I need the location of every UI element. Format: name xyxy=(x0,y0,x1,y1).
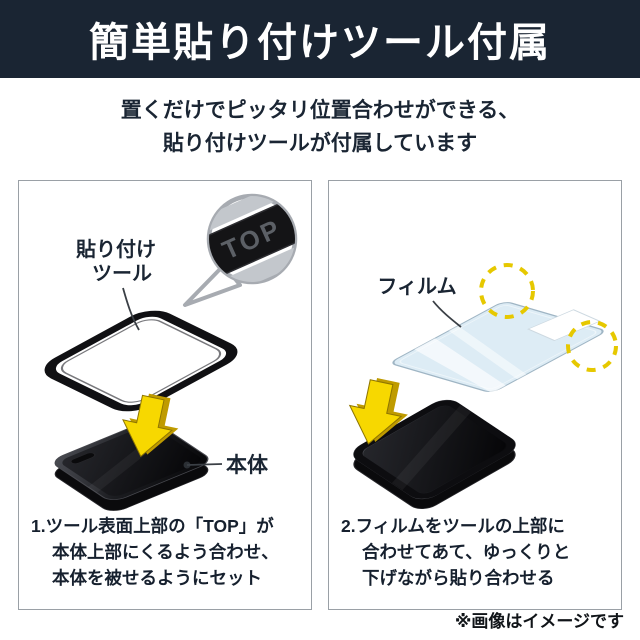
step2-caption-line1: フィルムをツールの上部に xyxy=(355,516,565,536)
step-panel-2: フィルム 2. フィルムをツールの上部に 合わせてあて、ゆっくりと 下げながら貼… xyxy=(328,180,622,610)
film-label: フィルム xyxy=(377,276,456,298)
step1-caption-line1: ツール表面上部の「TOP」が xyxy=(45,516,274,536)
step1-number: 1. xyxy=(31,516,46,536)
step2-illustration: フィルム xyxy=(348,263,618,510)
tool-frame-on-phone xyxy=(353,400,516,499)
body-leader-line xyxy=(186,463,223,466)
down-arrow-icon-1 xyxy=(122,393,179,458)
subtitle-line-1: 置くだけでピッタリ位置合わせができる、 xyxy=(120,99,520,122)
body-label: 本体 xyxy=(226,454,269,477)
tool-label-line1: 貼り付け xyxy=(76,237,156,261)
alignment-circle-right xyxy=(566,320,618,372)
step2-number: 2. xyxy=(341,516,356,536)
subtitle-line-2: 貼り付けツールが付属しています xyxy=(162,132,478,155)
attachment-tool-frame xyxy=(44,310,238,412)
step2-caption-line2: 合わせてあて、ゆっくりと xyxy=(362,542,571,562)
step1-caption: 1. ツール表面上部の「TOP」が 本体上部にくるよう合わせ、 本体を被せるよう… xyxy=(19,511,311,591)
step1-illustration: TOP xyxy=(44,193,298,511)
step2-caption: 2. フィルムをツールの上部に 合わせてあて、ゆっくりと 下げながら貼り合わせる xyxy=(329,511,621,591)
tool-label-line2: ツール xyxy=(92,263,152,285)
top-callout-content: TOP xyxy=(209,196,295,282)
film-sheet-illustration xyxy=(392,302,604,394)
alignment-circle-top xyxy=(479,263,535,319)
tool-leader-line xyxy=(122,287,140,331)
step1-caption-line3: 本体を被せるようにセット xyxy=(52,568,262,588)
step1-caption-line2: 本体上部にくるよう合わせ、 xyxy=(52,542,279,562)
film-leader-line xyxy=(432,300,462,328)
step2-caption-line3: 下げながら貼り合わせる xyxy=(362,568,555,588)
phone-camera xyxy=(70,452,96,464)
phone-with-tool-illustration xyxy=(353,399,516,510)
step-panel-1: TOP xyxy=(18,180,312,610)
step-panels: TOP xyxy=(0,180,640,610)
header-banner: 簡単貼り付けツール付属 xyxy=(0,0,640,78)
subtitle: 置くだけでピッタリ位置合わせができる、 貼り付けツールが付属しています xyxy=(0,94,640,160)
image-disclaimer-note: ※画像はイメージです xyxy=(454,612,624,631)
down-arrow-icon-2 xyxy=(348,378,408,445)
page-title: 簡単貼り付けツール付属 xyxy=(89,21,551,65)
